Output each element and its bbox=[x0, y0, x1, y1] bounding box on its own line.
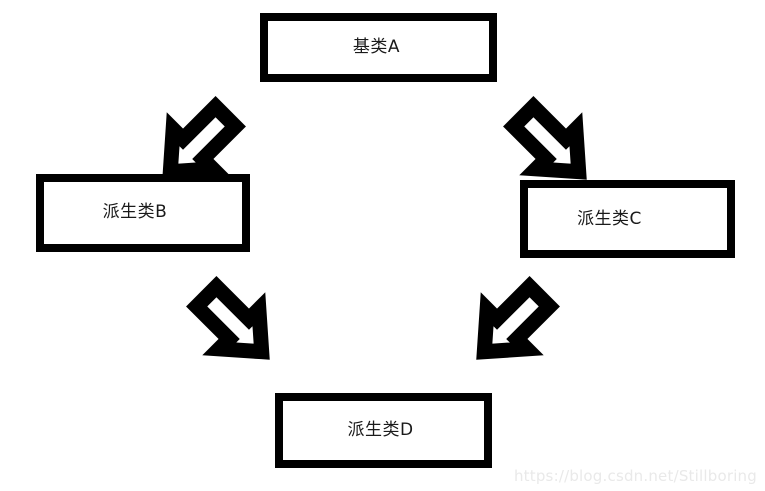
class-box-label-a: 基类A bbox=[352, 37, 401, 57]
arrow-derived-c-to-derived-d bbox=[454, 262, 574, 382]
class-box-derived-d: 派生类D bbox=[275, 393, 492, 468]
class-box-label-c: 派生类C bbox=[577, 208, 642, 229]
arrow-base-a-to-derived-c bbox=[489, 82, 609, 202]
arrow-base-a-to-derived-b bbox=[140, 82, 260, 202]
arrow-derived-b-to-derived-d bbox=[172, 262, 292, 382]
class-box-derived-b: 派生类B bbox=[36, 174, 250, 252]
class-box-label-d: 派生类D bbox=[347, 420, 414, 440]
class-box-derived-c: 派生类C bbox=[520, 180, 735, 258]
source-watermark: https://blog.csdn.net/Stillboring bbox=[513, 467, 757, 485]
class-box-label-b: 派生类B bbox=[102, 201, 168, 222]
class-box-base-a: 基类A bbox=[260, 13, 497, 82]
